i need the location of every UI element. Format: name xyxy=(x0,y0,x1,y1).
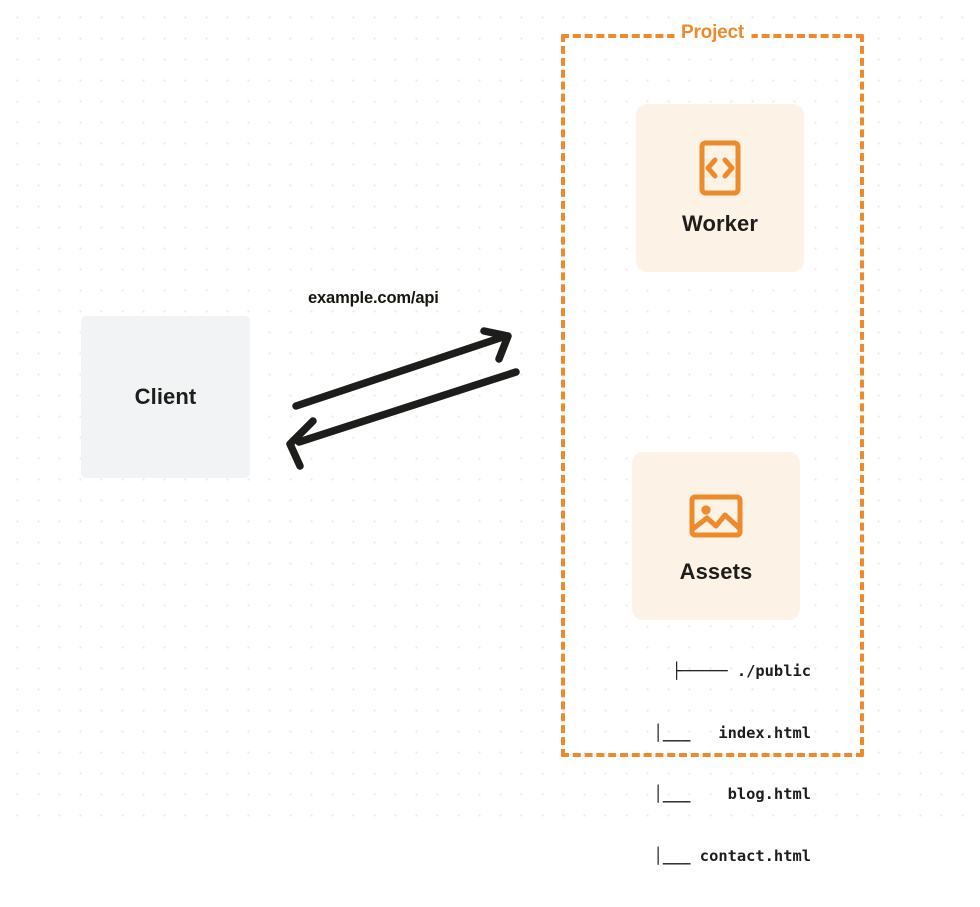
client-node[interactable]: Client xyxy=(81,316,250,478)
asset-file-tree: ├───── ./public │___ index.html │___ blo… xyxy=(611,620,811,907)
file-tree-row: │___ contact.html xyxy=(634,846,811,865)
response-arrow xyxy=(286,368,520,470)
diagram-canvas: Client example.com/api Project Worker xyxy=(0,0,980,865)
project-container: Project Worker Assets ├───── ./public │_… xyxy=(561,22,864,865)
file-tree-row: │___ blog.html xyxy=(634,785,811,803)
client-node-label: Client xyxy=(134,384,197,409)
file-tree-row: │___ index.html xyxy=(634,723,811,742)
assets-node[interactable]: Assets xyxy=(632,452,800,620)
code-brackets-icon xyxy=(699,140,741,196)
connection-label: example.com/api xyxy=(308,289,439,307)
file-tree-row: ├───── ./public xyxy=(672,662,811,680)
worker-node-label: Worker xyxy=(682,211,758,236)
image-icon xyxy=(689,494,743,538)
worker-node[interactable]: Worker xyxy=(636,104,804,272)
assets-node-label: Assets xyxy=(679,559,753,584)
request-arrow xyxy=(292,327,512,410)
project-label: Project xyxy=(673,22,752,44)
